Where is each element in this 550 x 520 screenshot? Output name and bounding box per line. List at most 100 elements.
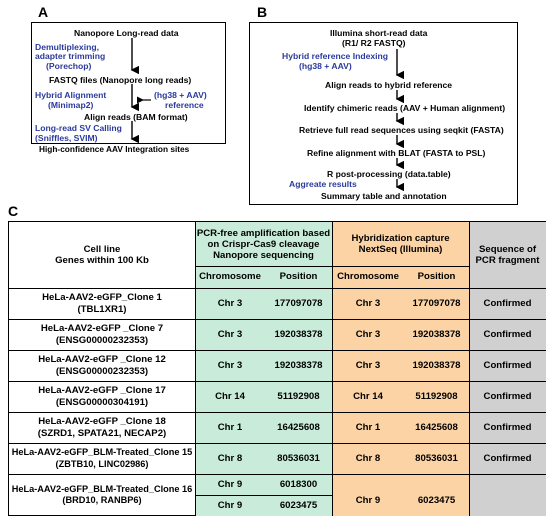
panel-b-step-align: Align reads to hybrid reference — [325, 80, 453, 90]
row-genes: (ENSG00000232353) — [55, 334, 149, 346]
header-pcr-free: PCR-free amplification based on Crispr-C… — [196, 227, 331, 261]
grid-line — [9, 443, 546, 444]
header-sequence: Sequence of PCR fragment — [475, 243, 540, 267]
row-genes: (ENSG00000232353) — [55, 365, 149, 377]
panel-a-step3-line1: Long-read SV Calling — [35, 123, 122, 133]
row-cell-line: HeLa-AAV2-eGFP_BLM-Treated_Clone 16 — [11, 483, 193, 494]
table-row: HeLa-AAV2-eGFP_BLM-Treated_Clone 16 (BRD… — [9, 474, 546, 516]
row-position-pcr: 16425608 — [277, 421, 320, 433]
panel-c-letter: C — [8, 203, 19, 219]
panel-b-step-chimeric: Identify chimeric reads (AAV + Human ali… — [304, 103, 506, 113]
grid-line — [9, 319, 546, 320]
row-position-hyb: 192038378 — [412, 328, 461, 340]
row-chromosome-hyb: Chr 3 — [355, 297, 381, 309]
row-sequence: Confirmed — [483, 359, 532, 371]
row-position-hyb: 6023475 — [417, 495, 456, 507]
panel-a-arrows — [130, 38, 151, 144]
row-position-pcr: 51192908 — [277, 390, 320, 402]
panel-b-step1-line1: Hybrid reference Indexing — [282, 51, 389, 61]
row-position-hyb: 80536031 — [415, 452, 458, 464]
row-cell-line: HeLa-AAV2-eGFP _Clone 7 — [40, 323, 164, 334]
grid-line — [9, 381, 546, 382]
row-position-pcr: 6018300 — [279, 478, 318, 490]
panel-a-output-fastq: FASTQ files (Nanopore long reads) — [49, 75, 192, 85]
table-body: HeLa-AAV2-eGFP_Clone 1 (TBL1XR1) Chr 3 1… — [9, 222, 547, 517]
panel-b-step1-line2: (hg38 + AAV) — [299, 61, 352, 71]
sequence-column-bg — [469, 222, 546, 516]
row-chromosome-pcr: Chr 8 — [217, 452, 243, 464]
subheader-chromosome-hyb: Chromosome — [337, 271, 399, 283]
header-genes-title: Genes within 100 Kb — [55, 255, 149, 266]
row-genes: (ENSG00000304191) — [55, 396, 149, 408]
row-chromosome-hyb: Chr 9 — [355, 495, 381, 507]
panel-b-title-line1: Illumina short-read data — [330, 28, 428, 38]
grid-line — [195, 495, 332, 496]
panel-a-letter: A — [38, 4, 49, 20]
panel-a-title: Nanopore Long-read data — [74, 28, 179, 38]
table-row: HeLa-AAV2-eGFP _Clone 12 (ENSG0000023235… — [9, 350, 546, 381]
panel-a-step2-line2: (Minimap2) — [48, 100, 94, 110]
panel-b-step-summary: Summary table and annotation — [321, 191, 447, 201]
row-genes: (ZBTB10, LINC02986) — [55, 458, 149, 469]
panel-a-flowchart: Nanopore Long-read data Demultiplexing, … — [31, 22, 226, 154]
row-position-hyb: 51192908 — [415, 390, 458, 402]
subheader-chromosome-pcr: Chromosome — [199, 271, 261, 283]
panel-b-step-r: R post-processing (data.table) — [327, 169, 451, 179]
row-sequence: Confirmed — [483, 390, 532, 402]
row-chromosome-hyb: Chr 14 — [353, 390, 383, 402]
grid-line — [9, 350, 546, 351]
row-position-hyb: 192038378 — [412, 359, 461, 371]
row-chromosome-pcr: Chr 3 — [217, 328, 243, 340]
panel-b-title-line2: (R1/ R2 FASTQ) — [342, 38, 406, 48]
results-table: Cell line Genes within 100 Kb PCR-free a… — [8, 221, 546, 516]
panel-a-reference-line1: (hg38 + AAV) — [154, 90, 207, 100]
subheader-position-hyb: Position — [417, 271, 456, 283]
row-chromosome-hyb: Chr 1 — [355, 421, 381, 433]
header-cell-line: Cell line Genes within 100 Kb — [9, 222, 195, 288]
panel-b-flowchart: Illumina short-read data (R1/ R2 FASTQ) … — [249, 22, 518, 205]
header-cell-line-title: Cell line — [83, 243, 121, 255]
panel-a-step1-line2: adapter trimming — [35, 51, 106, 61]
row-sequence: Confirmed — [483, 421, 532, 433]
row-position-pcr: 192038378 — [274, 359, 323, 371]
table-row: HeLa-AAV2-eGFP _Clone 17 (ENSG0000030419… — [9, 381, 546, 412]
table-row: HeLa-AAV2-eGFP _Clone 18 (SZRD1, SPATA21… — [9, 412, 546, 443]
row-genes: (BRD10, RANBP6) — [62, 495, 142, 505]
row-chromosome-pcr-2: Chr 9 — [217, 499, 243, 511]
row-position-pcr-2: 6023475 — [279, 499, 318, 511]
grid-line — [195, 222, 196, 516]
row-position-pcr: 80536031 — [277, 452, 320, 464]
panel-a-reference-line2: reference — [165, 100, 204, 110]
row-sequence: Confirmed — [483, 452, 532, 464]
pcr-column-bg — [195, 222, 332, 516]
row-genes: (TBL1XR1) — [77, 303, 127, 315]
row-chromosome-pcr: Chr 9 — [217, 478, 243, 490]
panel-a-step1-line1: Demultiplexing, — [35, 42, 99, 52]
table-row: HeLa-AAV2-eGFP_BLM-Treated_Clone 15 (ZBT… — [9, 443, 546, 474]
row-chromosome-pcr: Chr 3 — [217, 297, 243, 309]
panel-a-step2-line1: Hybrid Alignment — [35, 90, 107, 100]
grid-line — [9, 412, 546, 413]
row-position-pcr: 192038378 — [274, 328, 323, 340]
row-position-pcr: 177097078 — [274, 297, 323, 309]
row-cell-line: HeLa-AAV2-eGFP_Clone 1 — [42, 292, 162, 303]
row-chromosome-pcr: Chr 14 — [215, 390, 245, 402]
panel-b-arrows — [395, 49, 404, 192]
row-position-hyb: 177097078 — [412, 297, 461, 309]
panel-b-aggregate: Aggreate results — [289, 179, 357, 189]
row-cell-line: HeLa-AAV2-eGFP_BLM-Treated_Clone 15 — [11, 447, 193, 457]
row-sequence: Confirmed — [483, 297, 532, 309]
panel-a-step1-line3: (Porechop) — [46, 61, 92, 71]
panel-a-output-sites: High-confidence AAV Integration sites — [39, 144, 190, 154]
row-cell-line: HeLa-AAV2-eGFP _Clone 18 — [38, 416, 166, 427]
row-cell-line: HeLa-AAV2-eGFP _Clone 12 — [38, 354, 166, 365]
row-chromosome-hyb: Chr 3 — [355, 359, 381, 371]
panel-a-output-bam: Align reads (BAM format) — [84, 112, 188, 122]
row-chromosome-hyb: Chr 3 — [355, 328, 381, 340]
hybridization-column-bg — [332, 222, 469, 516]
panel-b-step-seqkit: Retrieve full read sequences using seqki… — [299, 125, 504, 135]
row-chromosome-pcr: Chr 3 — [217, 359, 243, 371]
header-hybridization: Hybridization capture NextSeq (Illumina) — [351, 232, 450, 256]
row-genes: (SZRD1, SPATA21, NECAP2) — [37, 427, 167, 439]
grid-line — [9, 474, 546, 475]
